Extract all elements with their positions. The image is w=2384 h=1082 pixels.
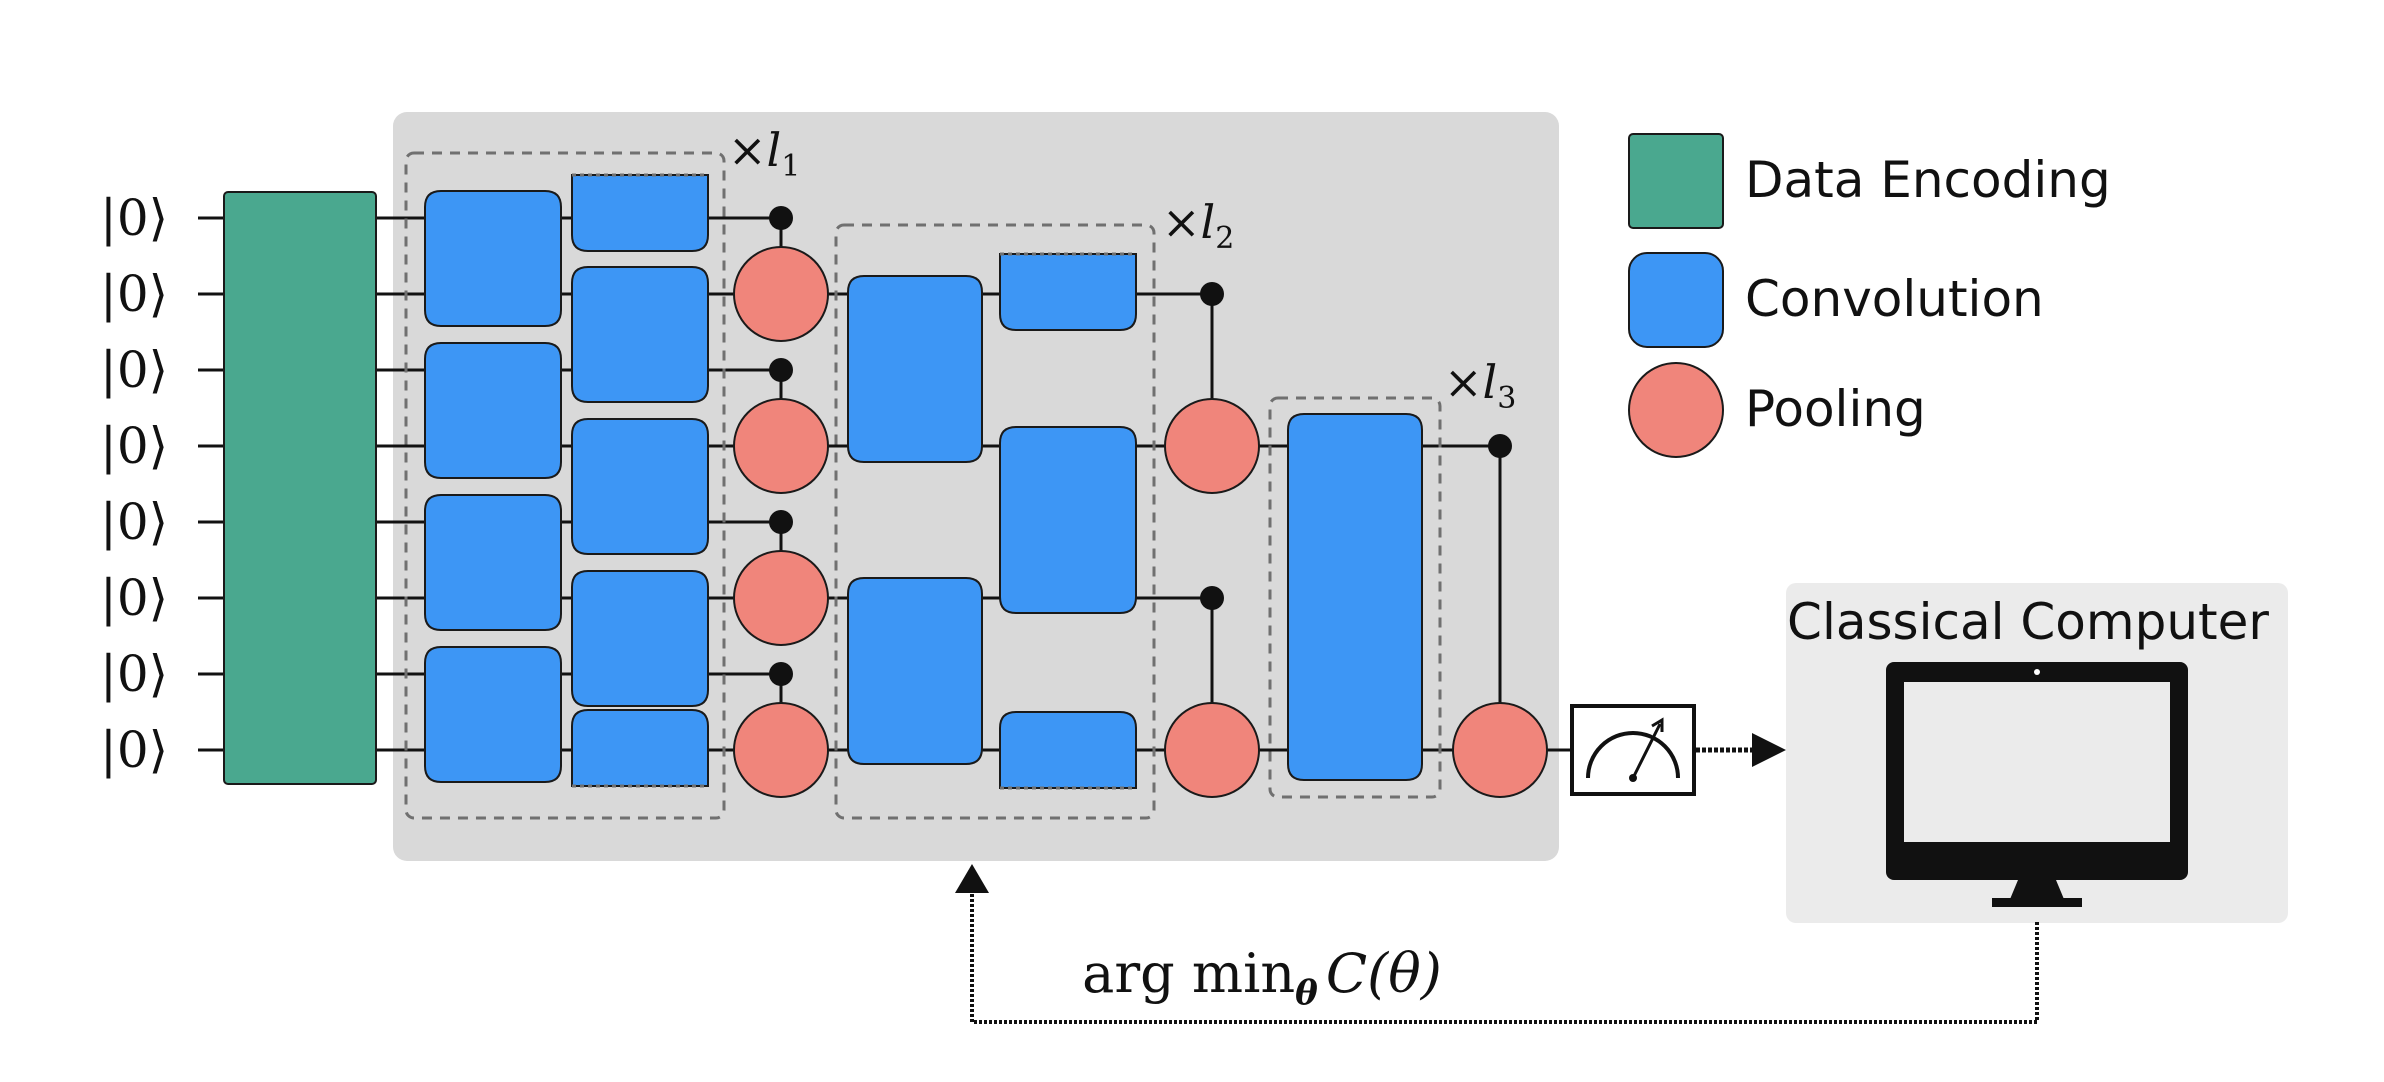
layer-group-2 <box>834 223 1156 820</box>
conv-block <box>571 570 709 707</box>
conv-block <box>999 426 1137 614</box>
conv-block <box>847 275 983 463</box>
legend-label-convolution: Convolution <box>1745 270 2044 328</box>
conv-block <box>1287 413 1423 781</box>
conv-block <box>424 494 562 631</box>
conv-block <box>571 266 709 403</box>
conv-block-partial <box>999 711 1137 789</box>
qubit-label: |0⟩ <box>100 721 168 779</box>
control-dot <box>1200 586 1224 610</box>
layer-multiplier-l3: ×l3 <box>1444 355 1516 416</box>
legend: Data Encoding Convolution Pooling <box>1628 133 2111 458</box>
conv-block-partial <box>571 174 709 252</box>
conv-block <box>424 342 562 479</box>
control-dot <box>1488 434 1512 458</box>
conv-block <box>847 577 983 765</box>
layer-multiplier-l1: ×l1 <box>728 123 800 184</box>
pooling-blocks <box>733 246 1548 798</box>
qubit-label: |0⟩ <box>100 645 168 703</box>
legend-swatch-data-encoding <box>1628 133 1724 229</box>
classical-computer-title: Classical Computer <box>1787 593 2269 651</box>
conv-block <box>424 646 562 783</box>
pooling-circle <box>733 246 829 342</box>
data-encoding-block <box>223 191 377 785</box>
feedback-line <box>970 880 2039 1024</box>
layer-group-1 <box>404 151 726 820</box>
control-dot <box>769 510 793 534</box>
convolution-blocks <box>424 173 1423 790</box>
measurement-arrow-head <box>1752 733 1786 767</box>
control-dot <box>769 206 793 230</box>
legend-swatch-pooling <box>1628 362 1724 458</box>
legend-label-pooling: Pooling <box>1745 380 1926 438</box>
conv-block-partial <box>571 709 709 787</box>
control-dot <box>769 662 793 686</box>
qubit-label: |0⟩ <box>100 189 168 247</box>
pooling-circle <box>733 550 829 646</box>
pooling-circle <box>733 398 829 494</box>
qubit-label: |0⟩ <box>100 493 168 551</box>
pooling-circle <box>1164 398 1260 494</box>
legend-label-data-encoding: Data Encoding <box>1745 151 2111 209</box>
meter-icon <box>1570 704 1696 796</box>
pooling-circle <box>1164 702 1260 798</box>
conv-block <box>571 418 709 555</box>
legend-swatch-convolution <box>1628 252 1724 348</box>
conv-block <box>424 190 562 327</box>
control-dot <box>1200 282 1224 306</box>
pooling-circle <box>733 702 829 798</box>
feedback-arrow-head <box>955 864 989 893</box>
qubit-label: |0⟩ <box>100 265 168 323</box>
monitor-icon <box>1886 662 2188 907</box>
conv-block-partial <box>999 253 1137 331</box>
pooling-circle <box>1452 702 1548 798</box>
qubit-labels: |0⟩ |0⟩ |0⟩ |0⟩ |0⟩ |0⟩ |0⟩ |0⟩ <box>100 189 168 779</box>
qubit-label: |0⟩ <box>100 417 168 475</box>
layer-group-3 <box>1268 396 1442 799</box>
control-dot <box>769 358 793 382</box>
layer-multiplier-l2: ×l2 <box>1162 195 1234 256</box>
qubit-label: |0⟩ <box>100 569 168 627</box>
qubit-label: |0⟩ <box>100 341 168 399</box>
